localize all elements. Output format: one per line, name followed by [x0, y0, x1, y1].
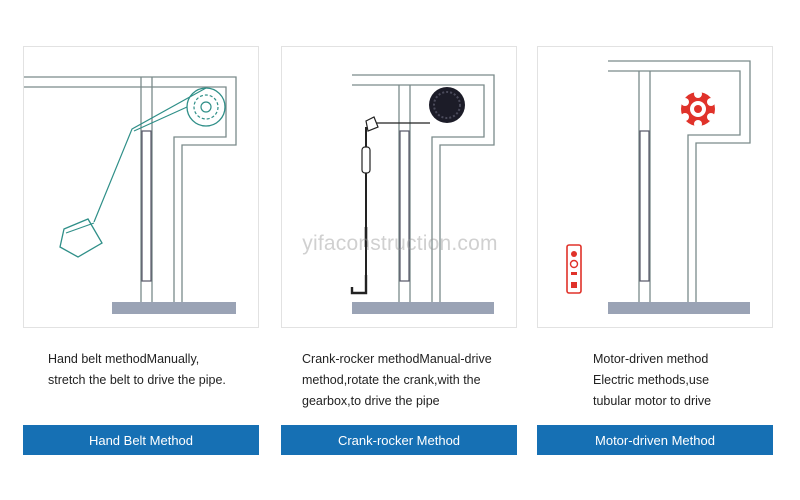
description-motor-driven: Motor-driven method Electric methods,use… — [593, 349, 711, 412]
window-head-frame — [352, 74, 495, 302]
description-line: tubular motor to drive — [593, 394, 712, 408]
description-line: Hand belt methodManually, — [48, 352, 200, 366]
description-crank-rocker: Crank-rocker methodManual-drive method,r… — [302, 349, 492, 412]
description-line: Motor-driven method — [593, 352, 709, 366]
roller-outer — [186, 87, 226, 127]
description-hand-belt: Hand belt methodManually, stretch the be… — [48, 349, 226, 391]
remote-control — [566, 244, 582, 294]
motor-driven-diagram — [566, 60, 751, 314]
window-head-frame — [608, 60, 751, 302]
description-line: stretch the belt to drive the pipe. — [48, 373, 226, 387]
panel-motor-driven — [537, 46, 773, 328]
hand-belt-holder — [59, 218, 103, 258]
roller-drum — [429, 87, 465, 123]
roller-inner — [193, 94, 219, 120]
description-line: Crank-rocker methodManual-drive — [302, 352, 492, 366]
description-line: method,rotate the crank,with the — [302, 373, 481, 387]
gearbox — [365, 116, 379, 132]
window-head-frame — [24, 76, 237, 302]
watermark: yifaconstruction.com — [302, 232, 498, 255]
belt-line — [93, 87, 207, 223]
crank-coupler — [361, 146, 371, 174]
hand-belt-diagram — [24, 76, 237, 314]
description-line: Electric methods,use — [593, 373, 710, 387]
floor-sill — [112, 302, 236, 314]
tubular-motor — [681, 90, 715, 128]
crank-handle — [350, 275, 368, 295]
roller-hub — [200, 101, 212, 113]
shutter-bar — [399, 130, 410, 282]
floor-sill — [352, 302, 494, 314]
shutter-bar — [141, 130, 152, 282]
panel-hand-belt — [23, 46, 259, 328]
description-line: gearbox,to drive the pipe — [302, 394, 440, 408]
crank-rocker-diagram — [350, 74, 495, 314]
panel-crank-rocker — [281, 46, 517, 328]
crank-rocker-method-button[interactable]: Crank-rocker Method — [281, 425, 517, 455]
floor-sill — [608, 302, 750, 314]
hand-belt-method-button[interactable]: Hand Belt Method — [23, 425, 259, 455]
motor-driven-method-button[interactable]: Motor-driven Method — [537, 425, 773, 455]
shutter-bar — [639, 130, 650, 282]
belt-line-2 — [133, 106, 188, 132]
